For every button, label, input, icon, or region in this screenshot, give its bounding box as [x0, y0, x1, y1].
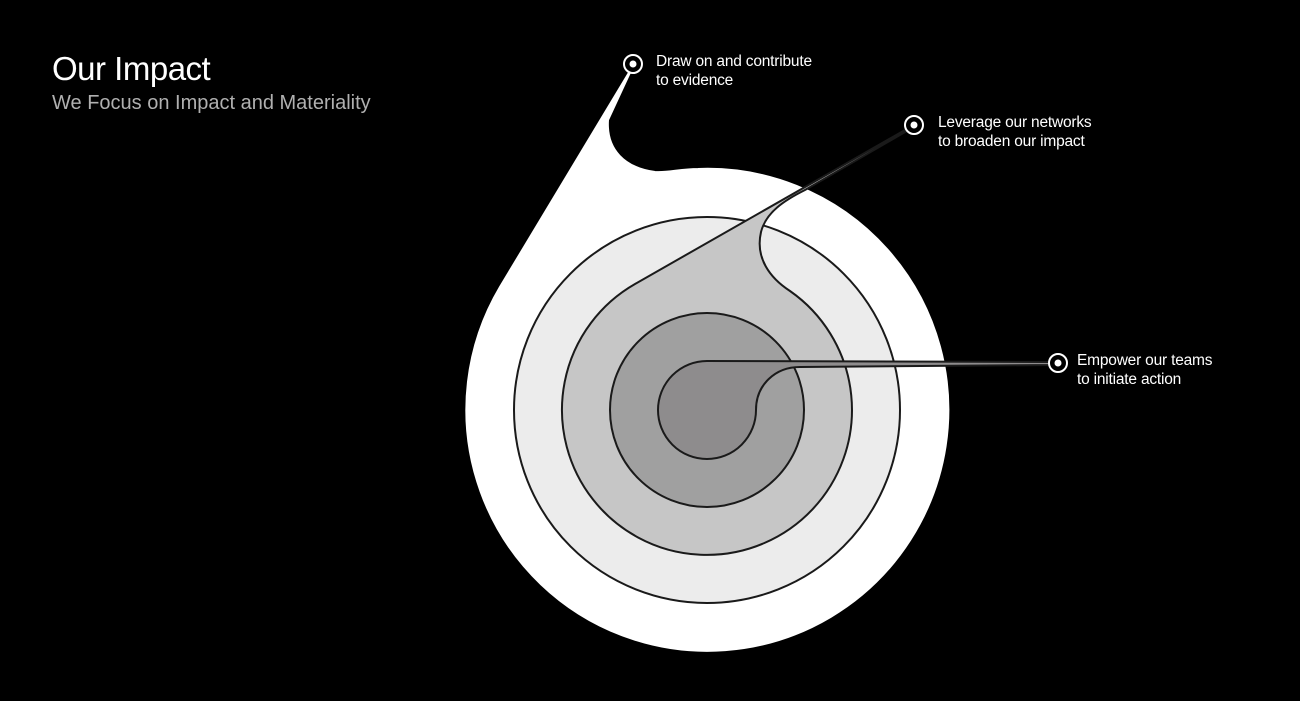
marker-networks[interactable] — [904, 115, 924, 135]
callout-teams: Empower our teams to initiate action — [1077, 351, 1212, 389]
marker-evidence[interactable] — [623, 54, 643, 74]
callout-line: to broaden our impact — [938, 133, 1085, 150]
callout-evidence: Draw on and contribute to evidence — [656, 52, 812, 90]
callout-line: to evidence — [656, 72, 734, 89]
callout-line: Draw on and contribute — [656, 53, 812, 70]
page-subtitle: We Focus on Impact and Materiality — [52, 92, 371, 114]
page-title: Our Impact — [52, 50, 211, 87]
callout-networks: Leverage our networks to broaden our imp… — [938, 113, 1092, 151]
callout-line: Leverage our networks — [938, 114, 1092, 131]
core-layer-teams — [657, 360, 1057, 460]
callout-line: Empower our teams — [1077, 352, 1213, 369]
marker-teams[interactable] — [1048, 353, 1068, 373]
callout-line: to initiate action — [1077, 371, 1182, 388]
